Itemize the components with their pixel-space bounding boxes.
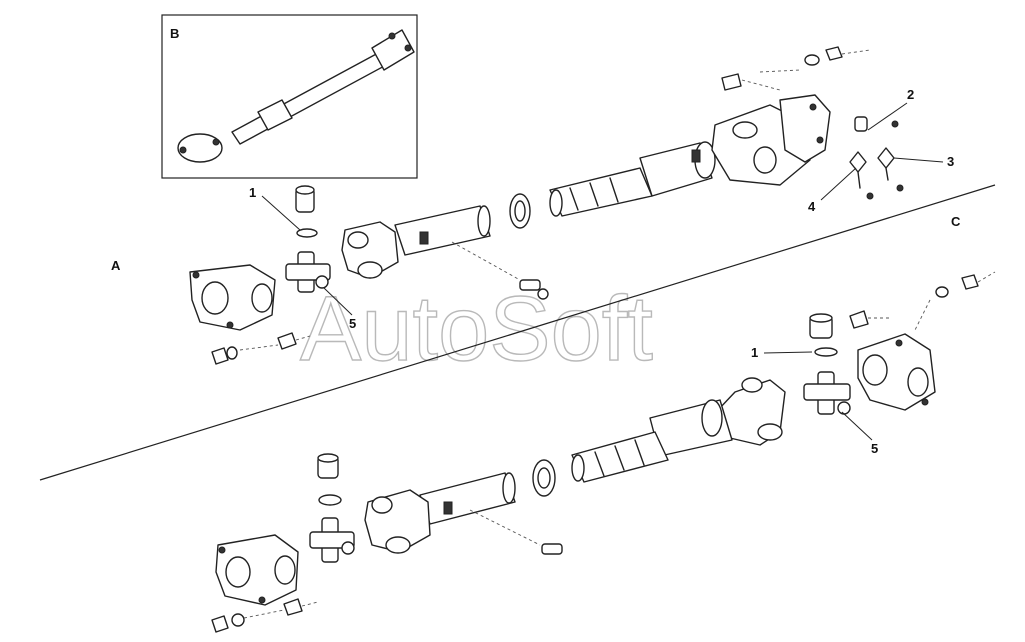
bolt-nut-lower-right: [849, 271, 996, 331]
section-label-b: B: [170, 26, 179, 41]
callout-bottom-5: 5: [871, 441, 878, 456]
spider-cross-lower-left: [309, 517, 355, 563]
callout-top-1: 1: [249, 185, 256, 200]
section-divider-line: [39, 184, 996, 481]
callout-bottom-1: 1: [751, 345, 758, 360]
flange-yoke-lower-left: [215, 534, 299, 606]
upper-assembly: [189, 46, 904, 365]
dust-seal-upper: [509, 193, 531, 229]
section-label-a: A: [111, 258, 121, 273]
grease-fitting-upper: [451, 241, 549, 300]
bearing-cap-lower-left: [317, 453, 342, 506]
spider-cross-lower-right: [803, 371, 851, 415]
lower-assembly: [211, 271, 996, 633]
callout-leaders: [261, 102, 944, 441]
slip-yoke-lower-left: [364, 472, 516, 554]
flange-yoke-upper: [189, 264, 276, 331]
slip-yoke-lower-right: [649, 377, 786, 457]
splined-shaft-upper: [549, 141, 716, 217]
inset-b-assembled-shaft: [161, 14, 418, 179]
callout-top-4: 4: [808, 199, 816, 214]
callout-top-3: 3: [947, 154, 954, 169]
slip-yoke-upper: [341, 205, 491, 279]
bearing-cap-upper: [295, 185, 318, 238]
bolt-nut-upper: [211, 332, 311, 365]
grease-fitting-lower: [469, 509, 563, 555]
flange-yoke-lower-right: [857, 333, 936, 411]
splined-shaft-lower: [571, 431, 669, 483]
inset-b-shaft: [177, 29, 415, 163]
watermark-text: AutoSoft: [300, 278, 653, 380]
callout-top-5: 5: [349, 316, 356, 331]
spider-cross-upper: [285, 251, 331, 293]
bolt-nut-lower-left: [211, 598, 319, 633]
callout-top-2: 2: [907, 87, 914, 102]
grease-nipple-parts-upper: [849, 116, 904, 200]
bearing-cap-lower-right: [809, 313, 838, 357]
section-label-c: C: [951, 214, 961, 229]
dust-seal-lower: [532, 459, 556, 497]
coupling-yoke-upper: [711, 94, 831, 186]
flange-bolt-upper-right: [721, 46, 871, 91]
